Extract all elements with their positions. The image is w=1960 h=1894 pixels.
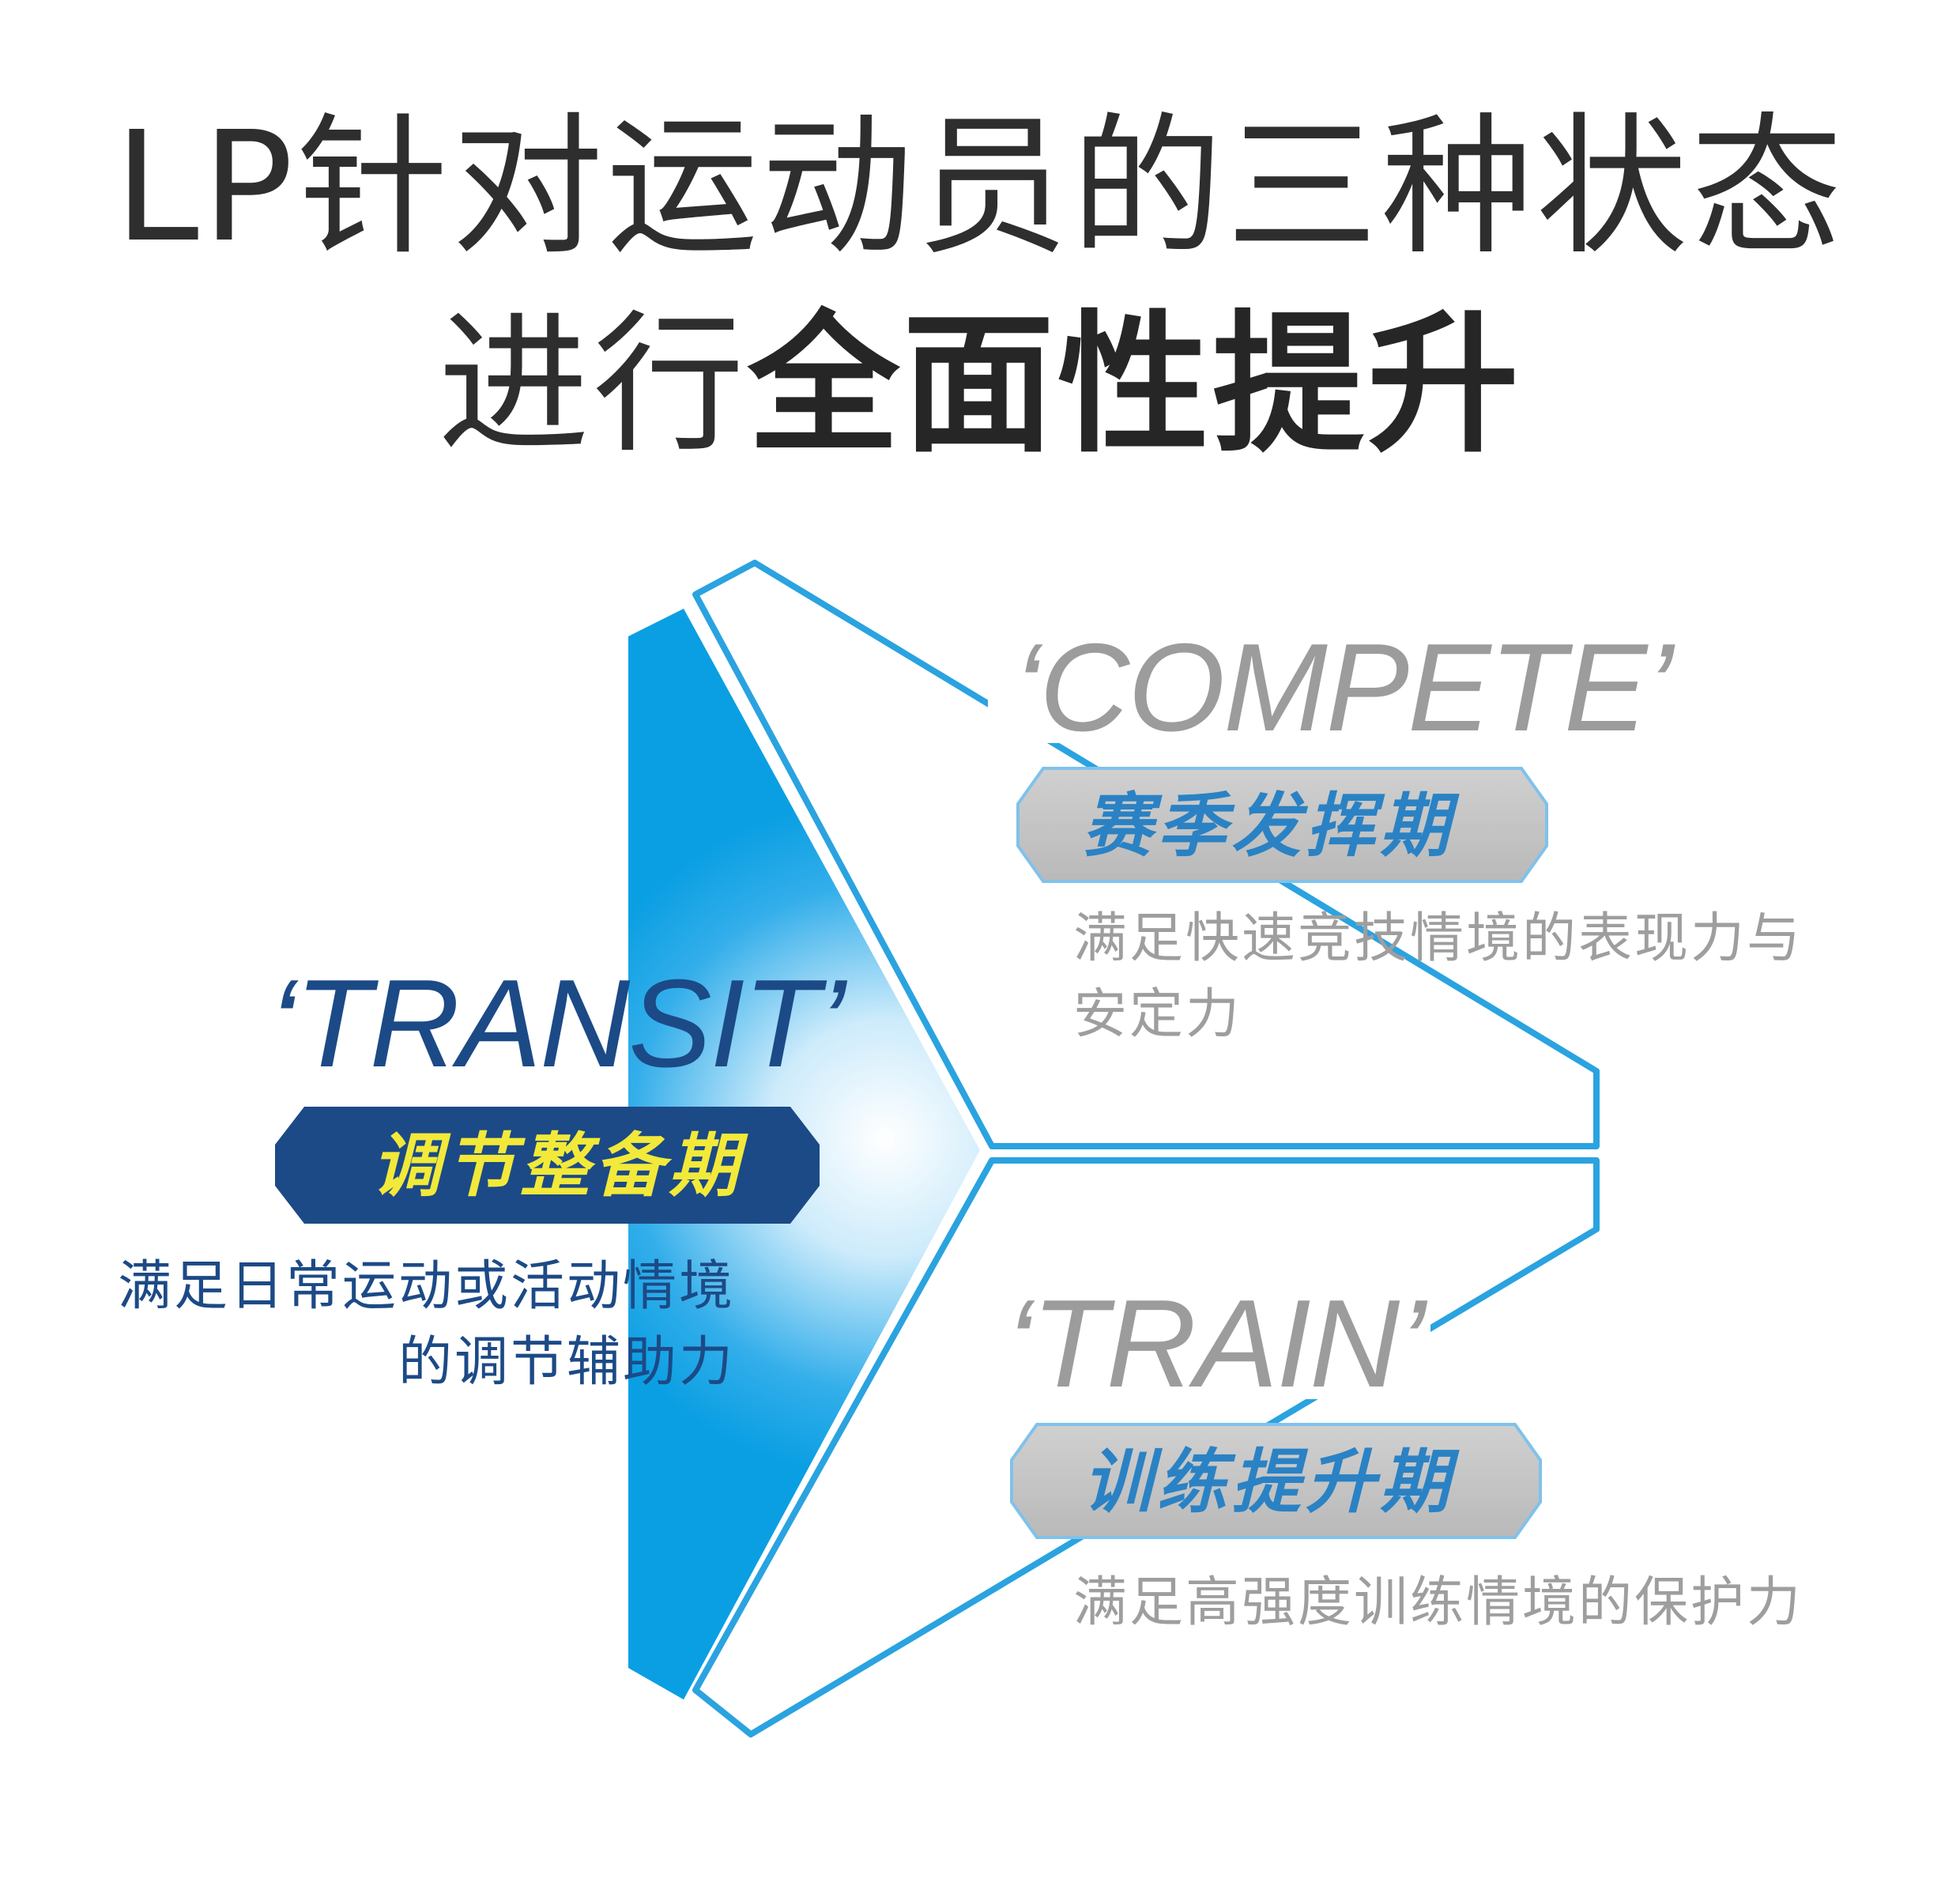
train-phase-pill [1010, 1423, 1542, 1539]
train-description-line-1: 满足高强度训练情境的保护力 [1073, 1571, 1804, 1634]
transit-title: ‘TRANSIT’ [269, 954, 846, 1093]
transit-description-line-1: 满足日常运动或活动情境 [117, 1255, 735, 1318]
transit-phase-pill [275, 1107, 820, 1224]
headline-line-2: 进行全面性提升 [0, 291, 1960, 481]
compete-description-line-1: 满足快速竞技情境的表现力与 [1073, 907, 1804, 970]
headline-regular-part: 进行 [438, 297, 748, 473]
compete-title-backdrop [988, 609, 1589, 743]
transit-phase-label: 调节整备期 [371, 1125, 744, 1206]
compete-description: 满足快速竞技情境的表现力与 安定力 [1073, 901, 1803, 1053]
headline-bold-part: 全面性提升 [748, 297, 1522, 473]
train-phase-label: 训练提升期 [1083, 1441, 1455, 1522]
headline-line-1: LP针对运动员的三种状态 [114, 100, 1846, 276]
transit-description: 满足日常运动或活动情境 的调节辅助力 [47, 1249, 735, 1401]
transit-description-line-2: 的调节辅助力 [398, 1331, 735, 1394]
train-title: ‘TRAIN’ [1005, 1274, 1426, 1413]
compete-phase-pill [1016, 767, 1548, 883]
train-title-backdrop [988, 1265, 1430, 1399]
compete-description-line-2: 安定力 [1073, 983, 1242, 1046]
compete-phase-label: 赛季发挥期 [1083, 785, 1455, 866]
train-description: 满足高强度训练情境的保护力 [1073, 1565, 1803, 1641]
compete-title: ‘COMPETE’ [1013, 618, 1673, 757]
